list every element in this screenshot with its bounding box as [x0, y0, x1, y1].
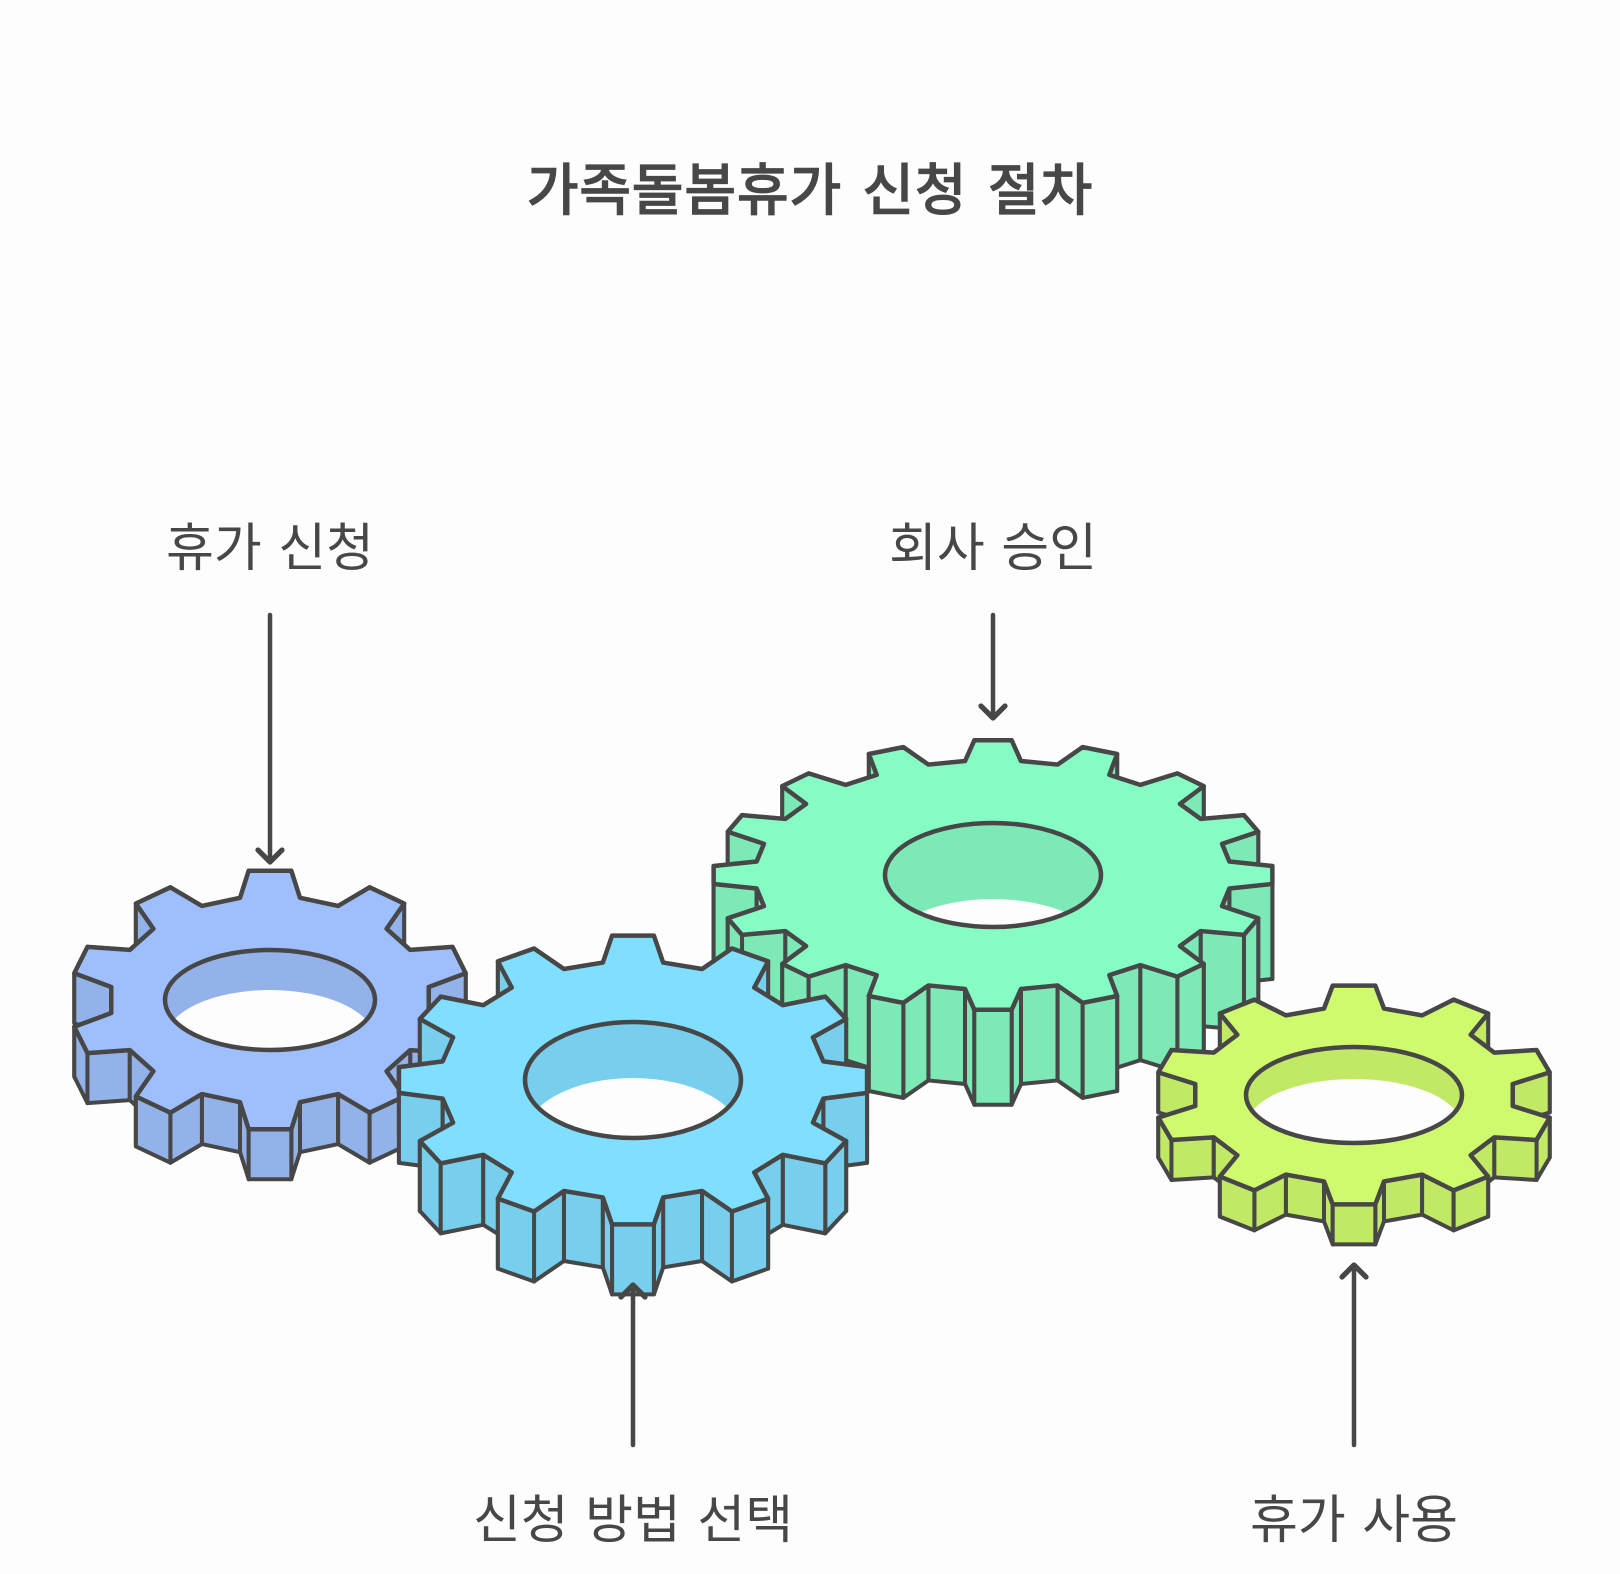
step-label-company-approval: 회사 승인 — [889, 519, 1097, 579]
gear-method-selection-icon — [396, 933, 870, 1297]
step-label-leave-request: 휴가 신청 — [166, 519, 374, 579]
step-label-method-selection: 신청 방법 선택 — [472, 1491, 794, 1551]
gear-company-approval-icon — [711, 738, 1275, 1107]
gear-leave-use-icon — [1156, 983, 1552, 1247]
step-label-leave-use: 휴가 사용 — [1250, 1491, 1458, 1551]
page-title: 가족돌봄휴가 신청 절차 — [526, 159, 1094, 224]
